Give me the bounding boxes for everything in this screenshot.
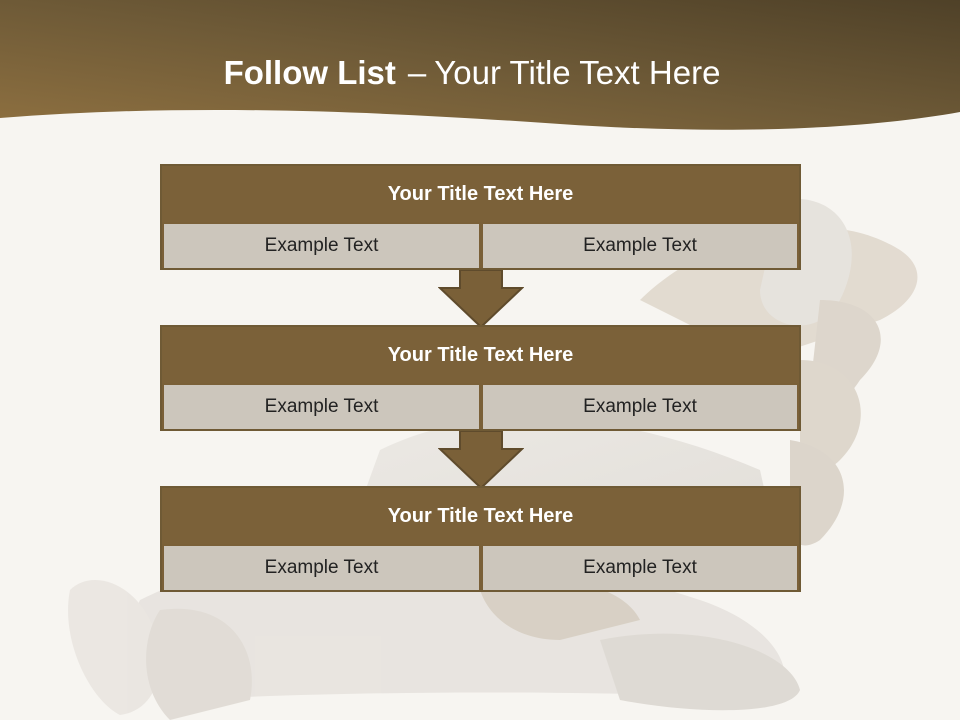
header-band <box>0 0 960 130</box>
slide-title-bold: Follow List <box>223 54 396 91</box>
step-box-2: Your Title Text Here Example Text Exampl… <box>160 325 801 431</box>
down-arrow-icon <box>438 270 524 328</box>
step-box-1: Your Title Text Here Example Text Exampl… <box>160 164 801 270</box>
slide-title-separator: – <box>407 54 427 91</box>
step-cell-left: Example Text <box>164 546 479 590</box>
step-cell-right: Example Text <box>483 224 797 268</box>
step-cell-right: Example Text <box>483 546 797 590</box>
slide-title: Follow List–Your Title Text Here <box>0 54 944 92</box>
step-cell-left: Example Text <box>164 385 479 429</box>
step-title: Your Title Text Here <box>162 488 799 544</box>
slide-title-rest: Your Title Text Here <box>434 54 721 91</box>
step-box-3: Your Title Text Here Example Text Exampl… <box>160 486 801 592</box>
step-cell-right: Example Text <box>483 385 797 429</box>
step-title: Your Title Text Here <box>162 327 799 383</box>
down-arrow-icon <box>438 431 524 489</box>
step-title: Your Title Text Here <box>162 166 799 222</box>
step-cell-left: Example Text <box>164 224 479 268</box>
